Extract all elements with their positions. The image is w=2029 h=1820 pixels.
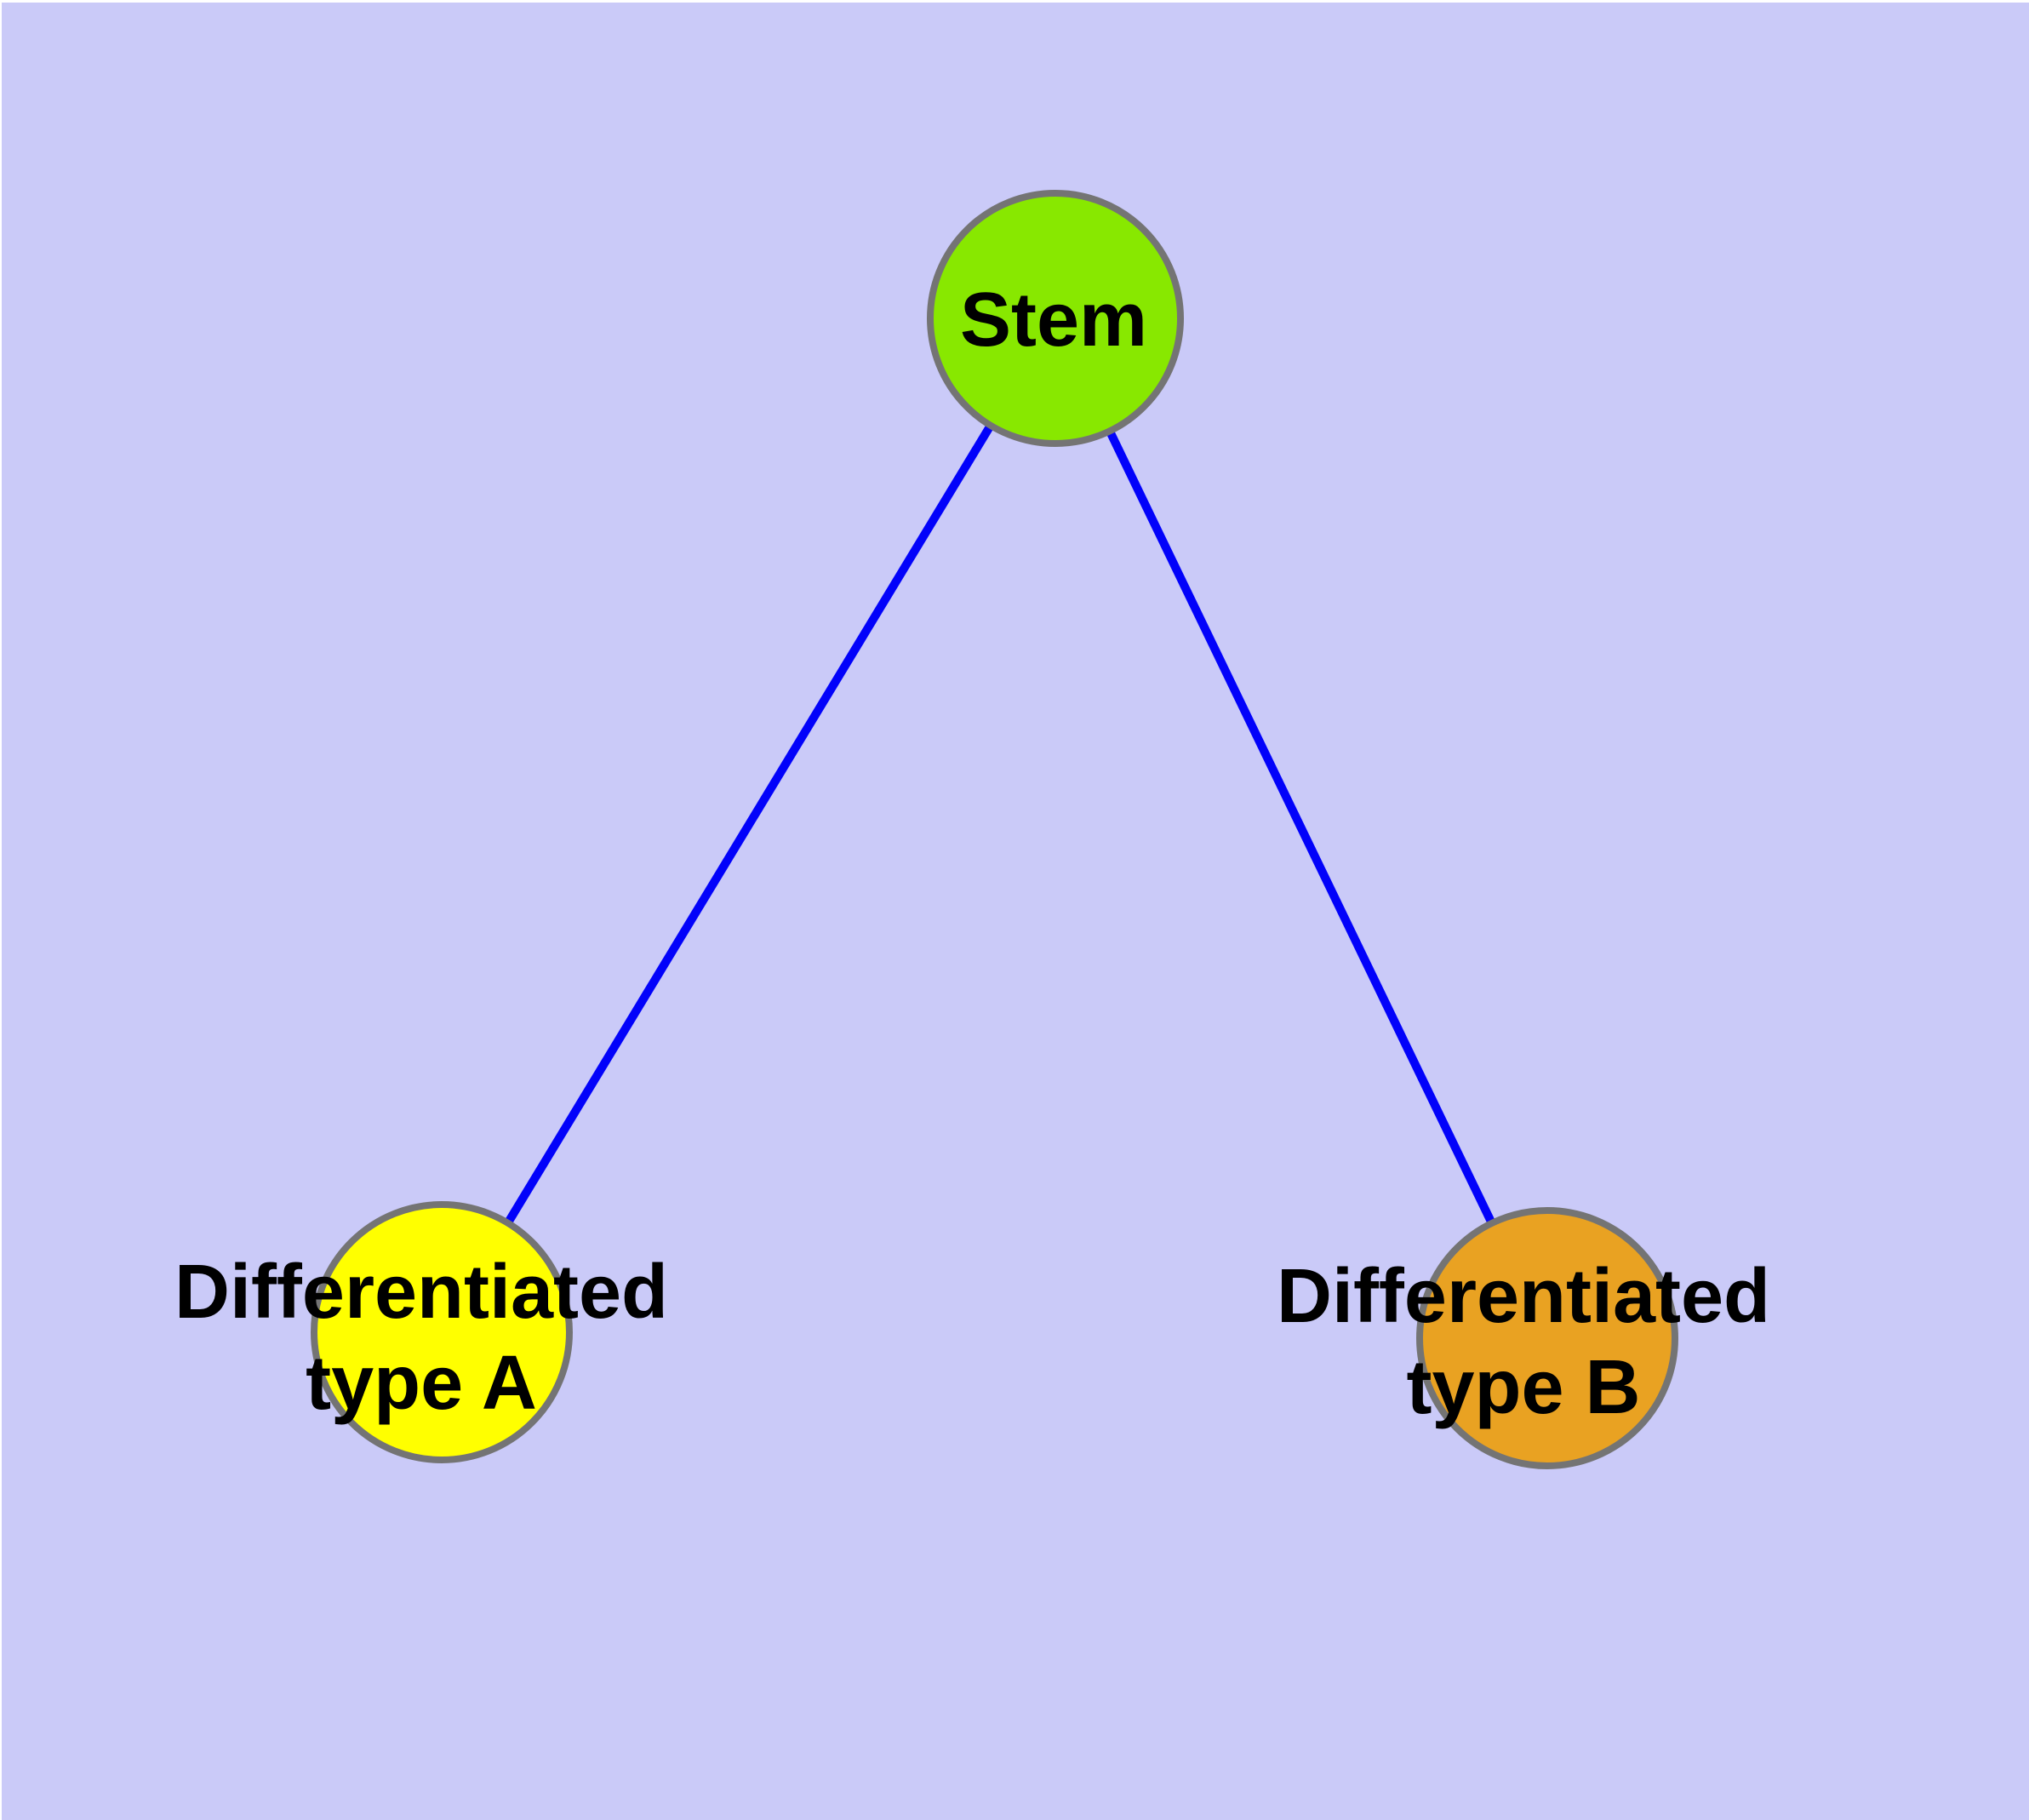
node-type-a-label-line-2: type A (306, 1341, 537, 1426)
edge-stem-to-type-a (437, 316, 1060, 1335)
node-type-b (1416, 1207, 1678, 1469)
node-stem (927, 190, 1184, 447)
node-type-b-label-line-2: type B (1406, 1345, 1640, 1430)
node-stem-label: Stem (960, 278, 1147, 363)
edge-stem-to-type-b (1051, 316, 1552, 1341)
node-type-a (311, 1201, 573, 1463)
node-type-a-label-line-1: Differentiated (174, 1250, 668, 1335)
node-type-b-label-line-1: Differentiated (1277, 1254, 1770, 1339)
